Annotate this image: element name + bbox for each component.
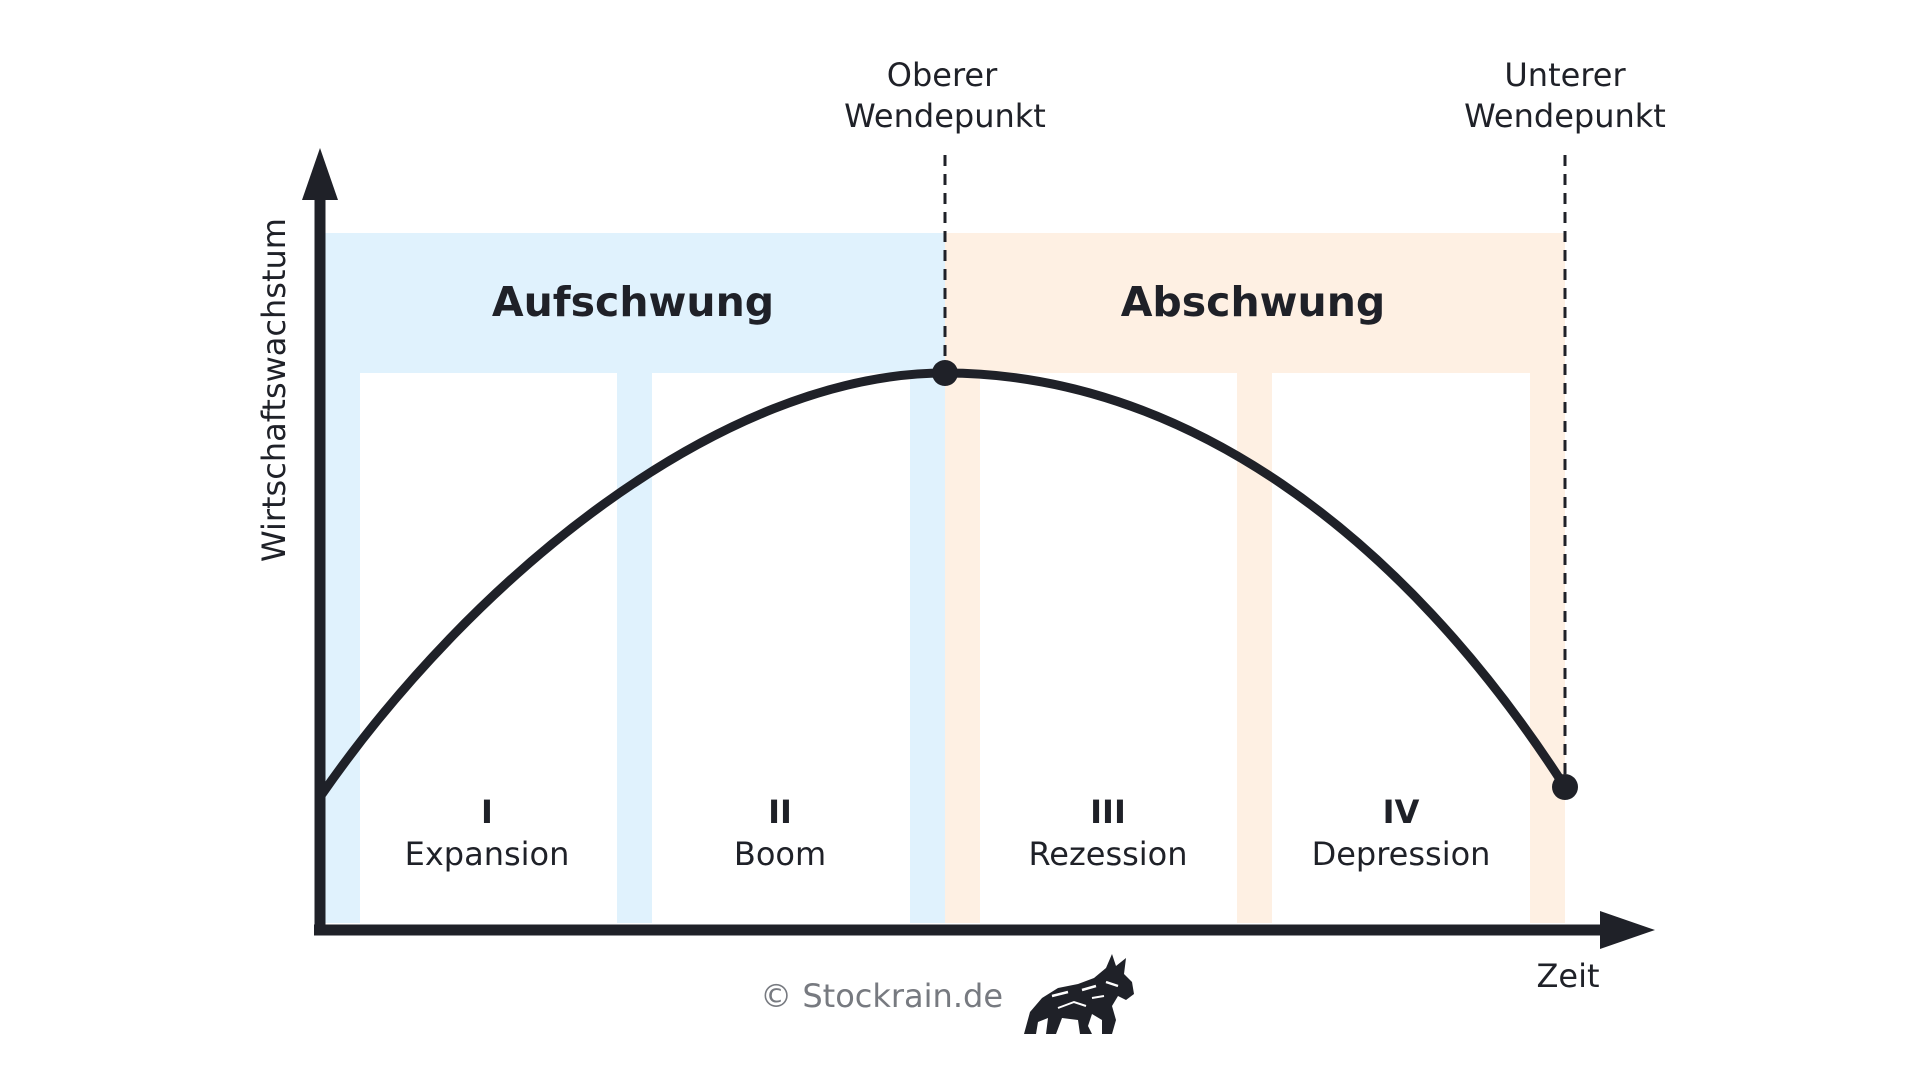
stage-numeral: IV [1383,793,1420,831]
copyright-text: © Stockrain.de [760,977,1003,1015]
y-axis-label: Wirtschaftswachstum [255,218,293,562]
upper-turning-point-label-line2: Wendepunkt [844,97,1046,135]
stage-numeral: III [1090,793,1126,831]
stage-panel-boom [652,373,910,923]
phase-title-downswing: Abschwung [1121,278,1386,326]
stage-name: Depression [1312,835,1491,873]
lower-turning-point-dot [1552,774,1578,800]
stage-name: Rezession [1028,835,1187,873]
lower-turning-point-label-line2: Wendepunkt [1464,97,1666,135]
phase-backgrounds [320,233,1565,923]
stage-numeral: I [481,793,493,831]
stage-panel-depression [1272,373,1530,923]
y-axis-arrow [302,148,338,200]
x-axis-arrow [1600,911,1655,949]
bull-icon [1024,954,1134,1034]
stage-name: Boom [734,835,826,873]
lower-turning-point-label-line1: Unterer [1504,56,1626,94]
x-axis-label: Zeit [1536,957,1599,995]
phase-title-upswing: Aufschwung [492,278,774,326]
stage-panel-rezession [980,373,1237,923]
stage-name: Expansion [405,835,570,873]
stage-labels: I Expansion II Boom III Rezession IV Dep… [405,793,1491,873]
stage-numeral: II [768,793,792,831]
upper-turning-point-label-line1: Oberer [887,56,998,94]
upper-turning-point-dot [932,360,958,386]
stage-panel-expansion [360,373,617,923]
